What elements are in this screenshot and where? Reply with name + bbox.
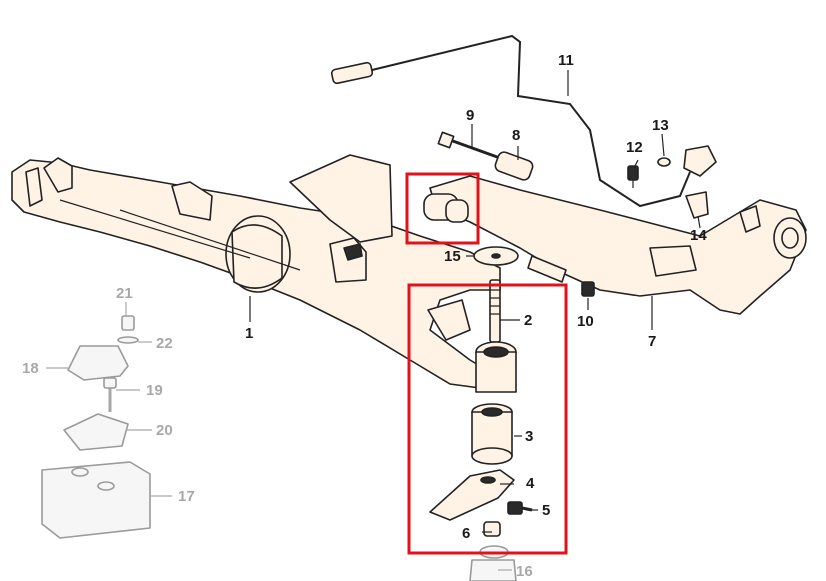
trailing-arm-part-7[interactable]: [429, 175, 807, 315]
label-part-3: 3: [525, 428, 533, 445]
label-part-14: 14: [690, 227, 707, 244]
detail-part-22[interactable]: [117, 336, 139, 344]
detail-part-19[interactable]: [103, 377, 117, 412]
detail-part-20[interactable]: [63, 413, 129, 451]
label-part-13: 13: [652, 117, 669, 134]
carrier-mount-bushing[interactable]: [475, 341, 517, 393]
label-part-8: 8: [512, 127, 520, 144]
axle-carrier-part-1[interactable]: [11, 154, 501, 389]
label-part-12: 12: [626, 139, 643, 156]
bracket-part-4[interactable]: [429, 469, 515, 521]
label-part-9: 9: [466, 107, 474, 124]
brake-line-part-11[interactable]: [330, 34, 717, 208]
bolt-part-5[interactable]: [507, 501, 533, 515]
detail-part-21[interactable]: [121, 315, 135, 331]
stud-part-2[interactable]: [489, 279, 501, 343]
label-part-15: 15: [444, 248, 461, 265]
washer-part-15[interactable]: [473, 246, 519, 266]
highlight-mount-assembly: [407, 283, 568, 555]
label-part-17: 17: [178, 488, 195, 505]
label-part-1: 1: [245, 325, 253, 342]
detail-part-17[interactable]: [41, 461, 151, 539]
bolt-part-9[interactable]: [437, 131, 501, 160]
nut-part-6[interactable]: [483, 521, 501, 537]
mount-part-16[interactable]: [469, 545, 517, 581]
label-part-20: 20: [156, 422, 173, 439]
screw-part-12[interactable]: [627, 165, 639, 188]
label-part-10: 10: [577, 313, 594, 330]
highlight-upper-bushing: [405, 172, 480, 245]
label-part-2: 2: [524, 312, 532, 329]
bushing-part-8[interactable]: [494, 150, 535, 181]
label-part-4: 4: [526, 475, 535, 492]
label-part-21: 21: [116, 285, 133, 302]
label-part-6: 6: [462, 525, 470, 542]
upper-bushing-assembly[interactable]: [423, 193, 469, 223]
leader-lines: [46, 70, 701, 571]
rubber-mount-part-3[interactable]: [471, 403, 513, 465]
nut-part-10[interactable]: [527, 255, 595, 297]
label-part-7: 7: [648, 333, 656, 350]
washer-part-13[interactable]: [657, 157, 671, 167]
label-part-22: 22: [156, 335, 173, 352]
label-part-19: 19: [146, 382, 163, 399]
label-part-16: 16: [516, 563, 533, 580]
label-part-18: 18: [22, 360, 39, 377]
label-part-11: 11: [558, 52, 574, 69]
label-part-5: 5: [542, 502, 550, 519]
clip-part-14[interactable]: [685, 191, 709, 219]
detail-part-18[interactable]: [67, 345, 129, 381]
